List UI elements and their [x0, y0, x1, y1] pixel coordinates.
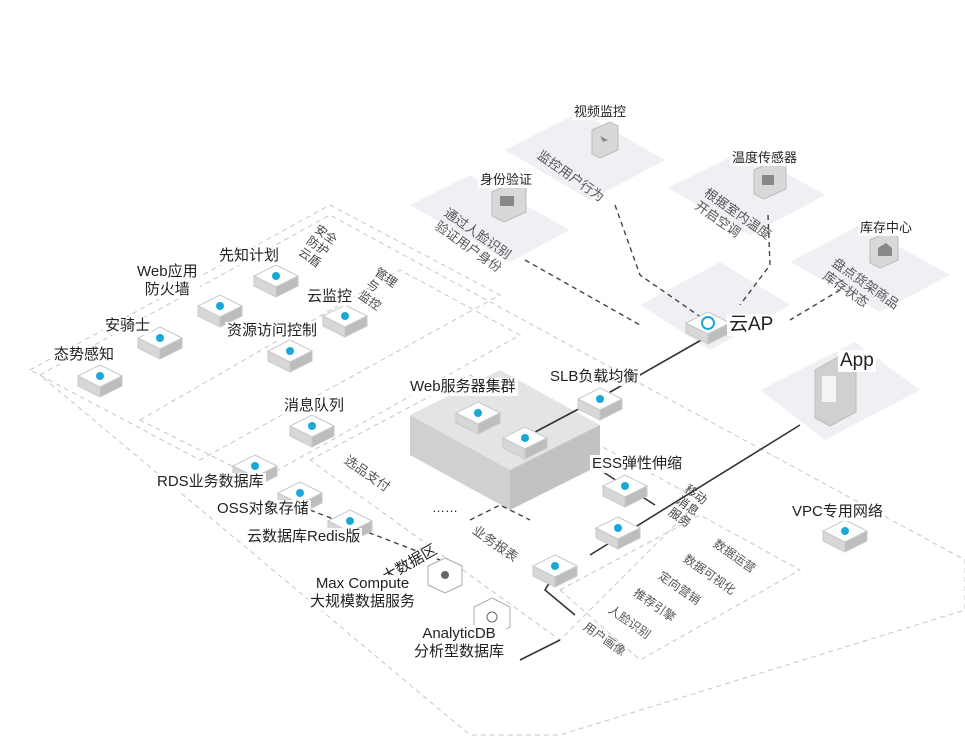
- cube-slb[interactable]: [577, 387, 623, 421]
- cube-mobile-msg[interactable]: [595, 516, 641, 550]
- device-inventory[interactable]: [869, 231, 899, 269]
- label-slb: SLB负载均衡: [548, 368, 641, 386]
- cube-prophet[interactable]: [253, 264, 299, 298]
- cube-situational-awareness[interactable]: [77, 364, 123, 398]
- cube-cloud-monitor[interactable]: [322, 304, 368, 338]
- label-video-monitor: 视频监控: [572, 104, 629, 120]
- cube-web-server-1[interactable]: [455, 401, 501, 435]
- cube-redis[interactable]: [327, 509, 373, 543]
- label-cloud-monitor: 云监控: [305, 288, 355, 306]
- cube-ess[interactable]: [602, 474, 648, 508]
- label-identity: 身份验证: [478, 172, 535, 188]
- cube-ram[interactable]: [267, 339, 313, 373]
- cube-rds[interactable]: [232, 454, 278, 488]
- device-video-monitor[interactable]: [591, 121, 619, 159]
- label-prophet: 先知计划: [217, 247, 282, 265]
- label-oss: OSS对象存储: [215, 500, 311, 518]
- label-maxcompute: Max Compute 大规模数据服务: [308, 575, 418, 611]
- cube-oss[interactable]: [277, 481, 323, 515]
- label-dots: ……: [432, 500, 458, 515]
- label-message-queue: 消息队列: [282, 397, 347, 415]
- dashed-connectors: [309, 204, 841, 561]
- label-web-cluster: Web服务器集群: [408, 378, 518, 396]
- label-aegis: 安骑士: [103, 317, 153, 335]
- label-analyticdb: AnalyticDB 分析型数据库: [412, 625, 507, 661]
- label-redis: 云数据库Redis版: [245, 528, 363, 546]
- cube-cloud-ap[interactable]: [685, 311, 731, 345]
- cube-aegis[interactable]: [137, 326, 183, 360]
- cube-business-report[interactable]: [532, 554, 578, 588]
- label-rds: RDS业务数据库: [155, 473, 266, 491]
- label-app: App: [838, 350, 876, 372]
- cube-message-queue[interactable]: [289, 414, 335, 448]
- label-ess: ESS弹性伸缩: [590, 455, 685, 473]
- cube-web-server-2[interactable]: [502, 426, 548, 460]
- region-tiles: [410, 112, 950, 440]
- label-vpc: VPC专用网络: [790, 503, 885, 521]
- label-cloud-ap: 云AP: [727, 314, 776, 336]
- label-web-firewall: Web应用 防火墙: [135, 263, 200, 299]
- label-situational-awareness: 态势感知: [52, 346, 117, 364]
- device-app-phone[interactable]: [814, 355, 857, 427]
- label-temp-sensor: 温度传感器: [730, 150, 800, 166]
- maxcompute-hex[interactable]: [427, 557, 463, 594]
- label-inventory-center: 库存中心: [858, 220, 915, 236]
- cube-web-firewall[interactable]: [197, 294, 243, 328]
- cube-vpc[interactable]: [822, 519, 868, 553]
- label-ram: 资源访问控制: [225, 322, 320, 340]
